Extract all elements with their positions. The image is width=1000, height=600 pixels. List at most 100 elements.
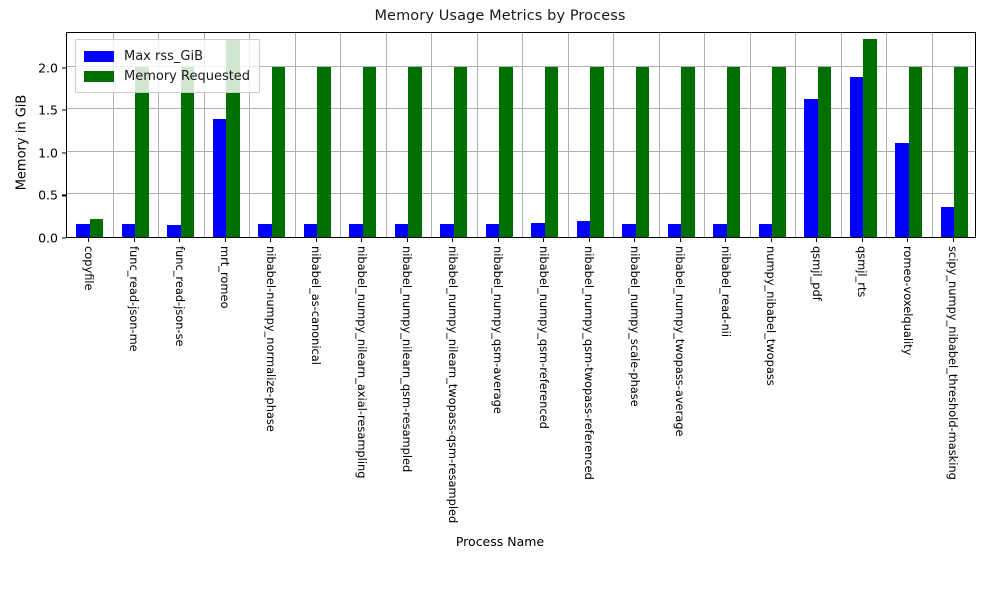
legend-item-memory-requested: Memory Requested	[84, 66, 250, 86]
gridline-y-4	[67, 65, 975, 67]
gridline-x-14	[704, 33, 705, 237]
gridline-x-18	[886, 33, 887, 237]
x-tick-mark-17	[861, 238, 863, 242]
chart-title: Memory Usage Metrics by Process	[374, 8, 626, 24]
gridline-x-8	[431, 33, 432, 237]
bar-max-rss	[258, 224, 272, 237]
gridline-x-5	[294, 33, 296, 237]
x-tick-label-18: romeo-voxelquality	[900, 246, 915, 356]
bar-memory-requested	[681, 66, 695, 237]
x-tick-label-2: func_read-json-se	[172, 246, 187, 347]
x-tick-label-13: nibabel_numpy_twopass-average	[673, 246, 688, 437]
x-tick-mark-11	[588, 238, 590, 242]
x-tick-label-9: nibabel_numpy_qsm-average	[491, 246, 506, 414]
x-tick-mark-12	[634, 238, 636, 242]
x-tick-label-5: nibabel_as-canonical	[309, 246, 324, 365]
x-tick-label-4: nibabel-numpy_normalize-phase	[263, 246, 278, 432]
legend-label-max-rss: Max rss_GiB	[124, 48, 204, 64]
bar-max-rss	[485, 224, 500, 237]
legend-label-memory-requested: Memory Requested	[124, 68, 251, 84]
bar-max-rss	[804, 99, 818, 237]
x-tick-label-10: nibabel_numpy_qsm-referenced	[536, 246, 551, 429]
x-tick-mark-1	[133, 238, 135, 242]
x-tick-label-1: func_read-json-me	[127, 246, 142, 352]
gridline-x-7	[385, 33, 387, 237]
bar-max-rss	[303, 224, 318, 237]
bar-memory-requested	[726, 66, 741, 237]
x-tick-label-0: copyfile	[81, 246, 96, 291]
bar-max-rss	[940, 207, 955, 237]
bar-memory-requested	[908, 66, 923, 237]
gridline-x-12	[613, 33, 614, 237]
gridline-x-10	[522, 33, 523, 237]
x-tick-label-19: scipy_numpy_nibabel_threshold-masking	[946, 246, 961, 480]
x-tick-mark-4	[270, 238, 272, 242]
y-tick-mark-3	[62, 109, 66, 111]
bar-memory-requested	[635, 66, 650, 237]
x-tick-mark-9	[497, 238, 499, 242]
bar-memory-requested	[817, 66, 832, 237]
gridline-y-2	[67, 150, 975, 152]
bar-max-rss	[713, 224, 727, 237]
bar-max-rss	[394, 224, 409, 237]
x-tick-mark-0	[88, 238, 90, 242]
x-tick-label-12: nibabel_numpy_scale-phase	[627, 246, 642, 407]
gridline-x-15	[749, 33, 751, 237]
y-tick-mark-0	[62, 237, 66, 239]
x-tick-mark-7	[406, 238, 408, 242]
x-tick-mark-15	[770, 238, 772, 242]
x-tick-mark-6	[361, 238, 363, 242]
gridline-x-6	[340, 33, 341, 237]
bar-memory-requested	[317, 66, 331, 237]
x-tick-mark-3	[224, 238, 226, 242]
x-tick-mark-5	[315, 238, 317, 242]
bar-max-rss	[667, 224, 682, 237]
bar-memory-requested	[180, 66, 195, 237]
x-tick-mark-19	[952, 238, 954, 242]
x-tick-mark-8	[452, 238, 454, 242]
bar-memory-requested	[772, 66, 786, 237]
legend-swatch-memory-requested	[84, 70, 114, 82]
x-tick-label-7: nibabel_numpy_nilearn_qsm-resampled	[400, 246, 415, 473]
bar-memory-requested	[499, 66, 513, 237]
bar-max-rss	[622, 224, 636, 237]
x-tick-label-17: qsmjl_rts	[855, 246, 870, 298]
gridline-x-13	[658, 33, 660, 237]
gridline-x-11	[567, 33, 569, 237]
y-tick-label-4: 2.0	[38, 60, 58, 76]
bar-memory-requested	[89, 219, 104, 237]
x-tick-label-15: numpy_nibabel_twopass	[764, 246, 779, 386]
bar-max-rss	[758, 224, 773, 237]
gridline-x-3	[203, 33, 205, 237]
x-tick-label-14: nibabel_read-nii	[718, 246, 733, 338]
x-tick-label-16: qsmjl_pdf	[809, 246, 824, 301]
x-tick-mark-10	[543, 238, 545, 242]
bar-max-rss	[440, 224, 454, 237]
bar-memory-requested	[362, 66, 377, 237]
bar-memory-requested	[135, 66, 149, 237]
plot-area: Max rss_GiB Memory Requested	[66, 32, 976, 238]
bar-memory-requested	[453, 66, 468, 237]
y-tick-label-2: 1.0	[38, 145, 58, 161]
bar-max-rss	[349, 224, 363, 237]
x-tick-label-3: mrt_romeo	[218, 246, 233, 309]
x-tick-mark-13	[679, 238, 681, 242]
gridline-x-4	[249, 33, 250, 237]
y-tick-mark-1	[62, 194, 66, 196]
y-tick-label-1: 0.5	[38, 187, 58, 203]
bar-max-rss	[76, 223, 90, 237]
bar-memory-requested	[408, 66, 422, 237]
bar-max-rss	[167, 225, 181, 237]
bar-memory-requested	[590, 66, 604, 237]
bar-memory-requested	[863, 38, 877, 237]
bar-max-rss	[121, 224, 136, 237]
y-tick-mark-4	[62, 67, 66, 69]
gridline-x-1	[112, 33, 114, 237]
bar-memory-requested	[271, 66, 286, 237]
gridline-x-16	[795, 33, 796, 237]
x-tick-mark-18	[907, 238, 909, 242]
y-tick-mark-2	[62, 152, 66, 154]
gridline-y-3	[67, 108, 975, 110]
x-tick-mark-2	[179, 238, 181, 242]
